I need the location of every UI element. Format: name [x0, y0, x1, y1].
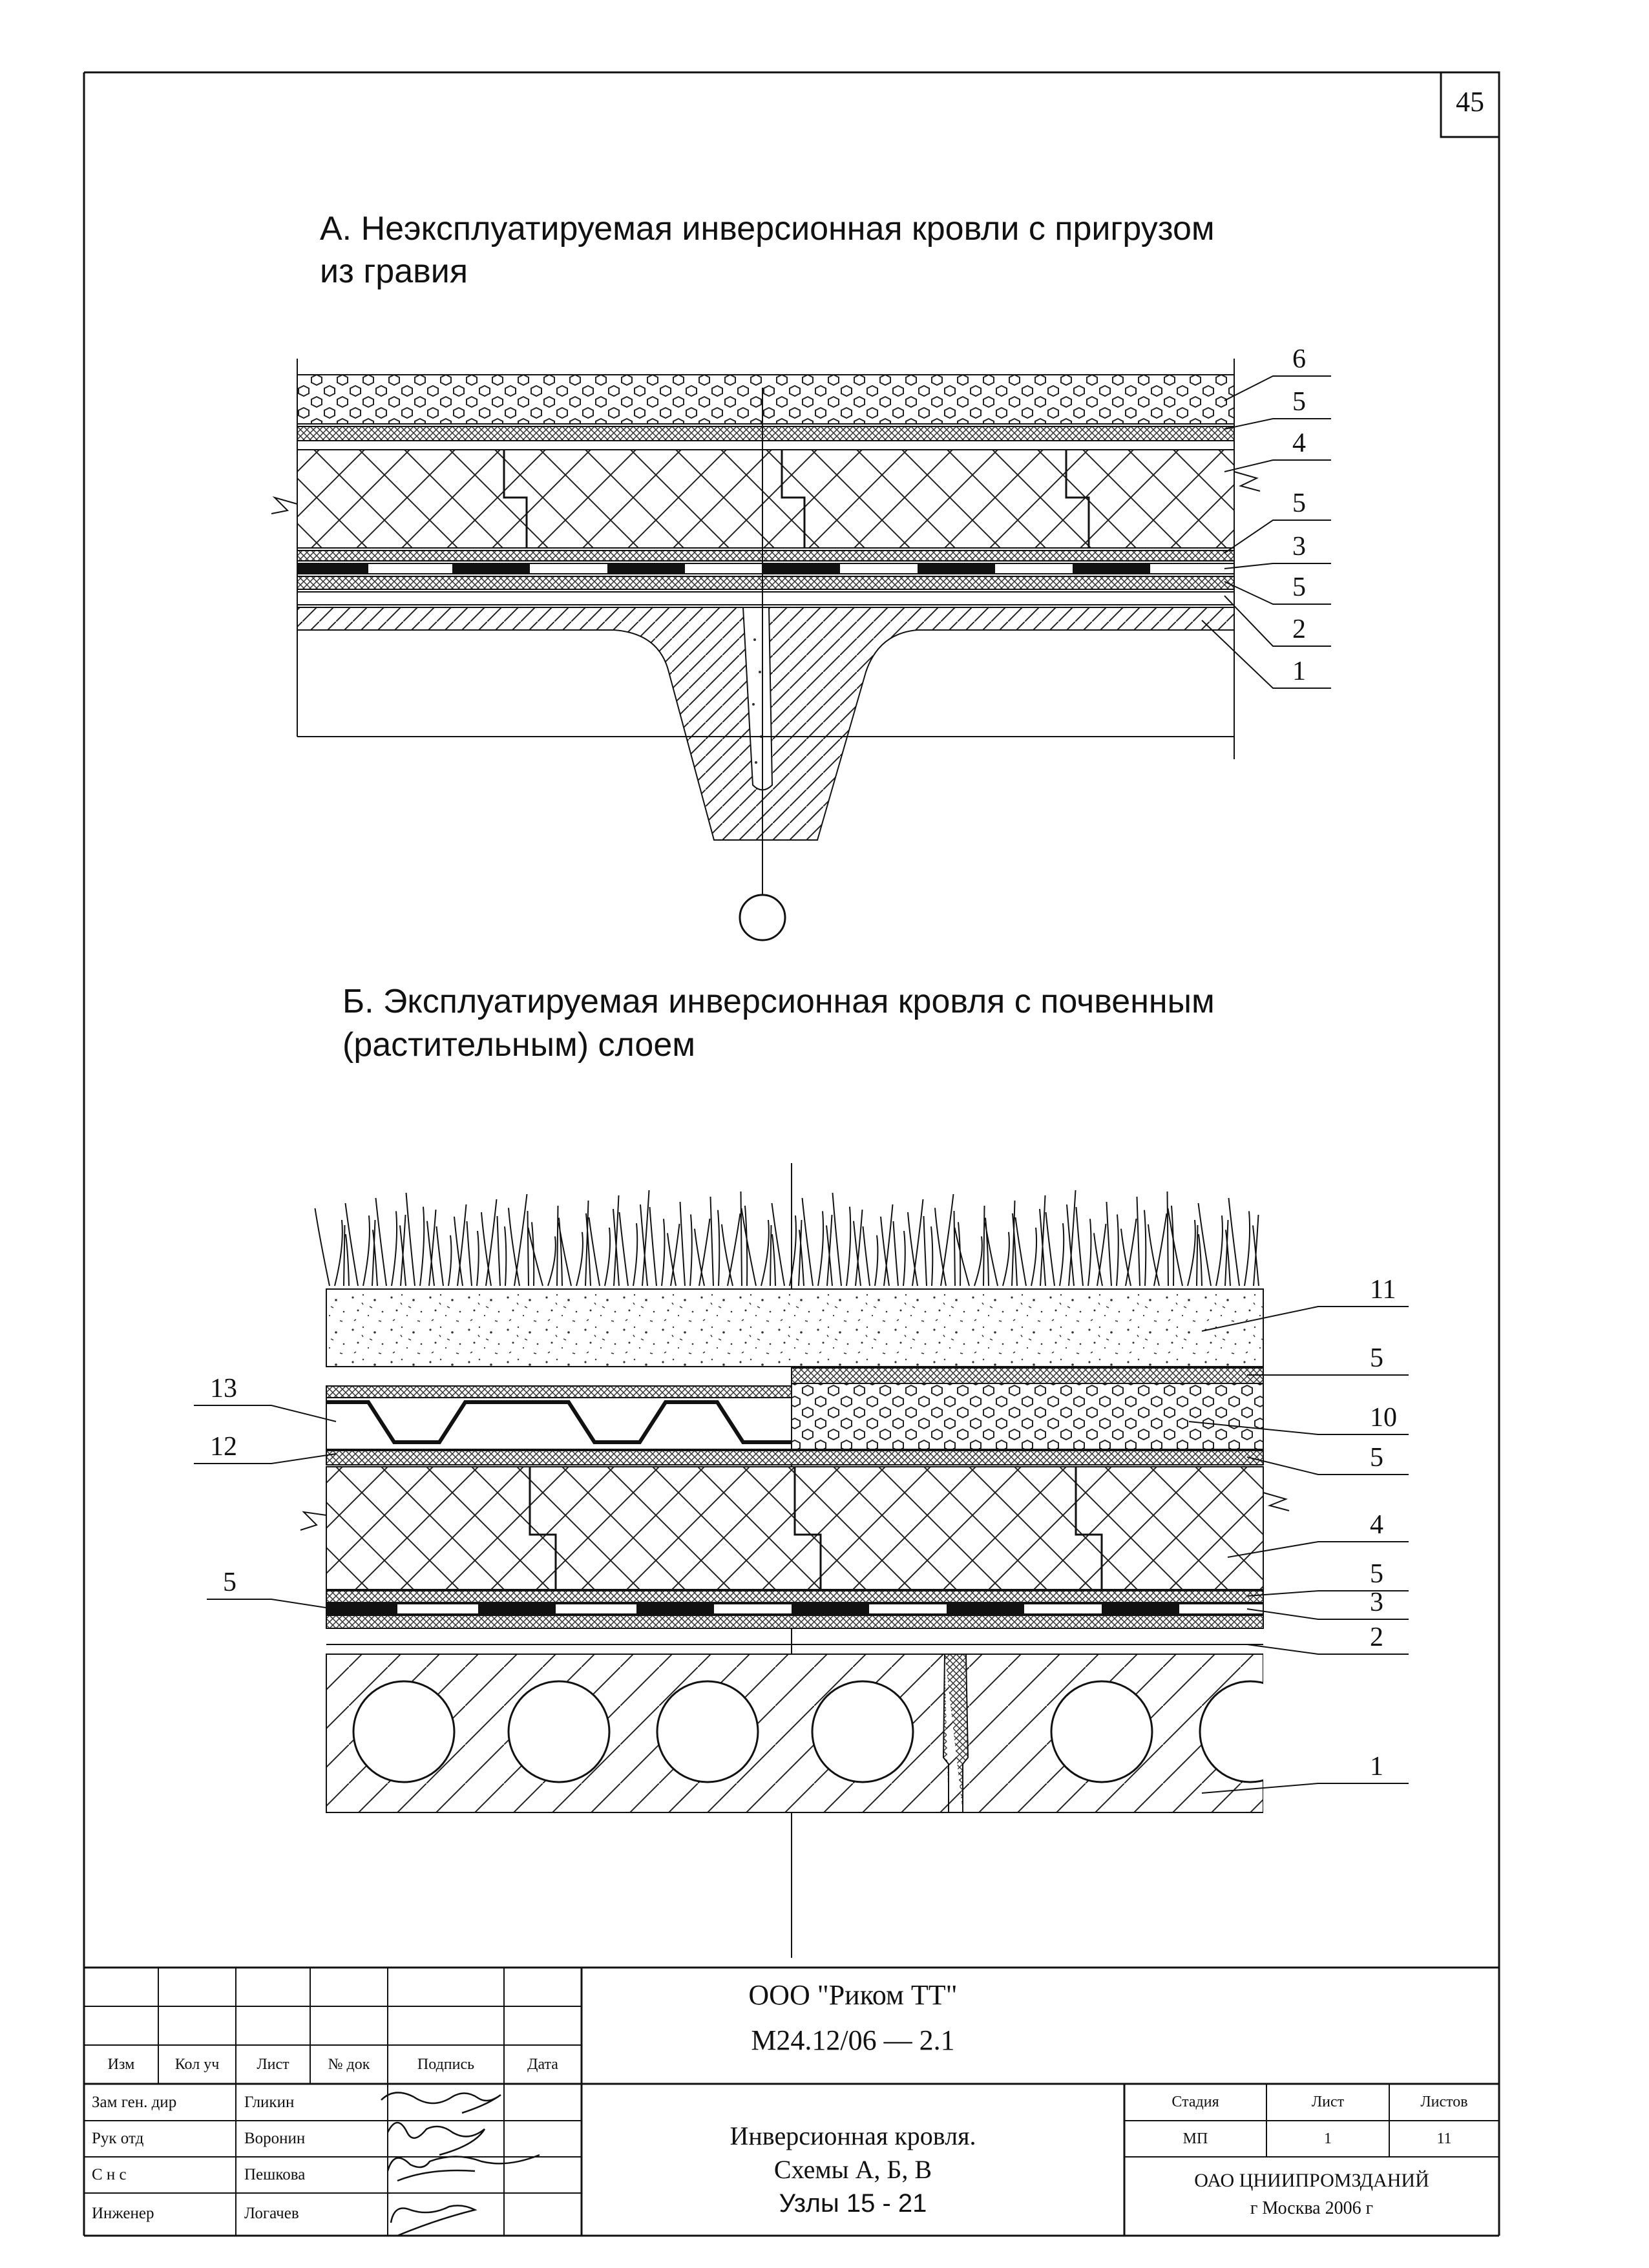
description-line: Схемы А, Б, В: [773, 2155, 932, 2184]
drainage-profile: [326, 1400, 792, 1444]
callout-a-6: 6: [1292, 344, 1306, 374]
layer-gravel-b: [791, 1383, 1264, 1450]
callout-b-5-c: 5: [1370, 1559, 1383, 1589]
callout-b-5-a: 5: [1370, 1343, 1383, 1373]
drain-channel: [742, 607, 773, 791]
signatory-name: Гликин: [244, 2094, 295, 2111]
col-header-sheet: Лист: [257, 2055, 289, 2073]
stage-value: МП: [1182, 2130, 1208, 2147]
layer-filter: [326, 1385, 792, 1398]
callout-a-1: 1: [1292, 656, 1306, 686]
section-b-title-line2: (растительным) слоем: [342, 1026, 695, 1064]
section-b-title-line1: Б. Эксплуатируемая инверсионная кровля с…: [342, 983, 1215, 1020]
axis-bubble: [739, 894, 786, 941]
callout-a-3: 3: [1292, 532, 1306, 562]
section-a-title-line2: из гравия: [320, 253, 468, 290]
section-b-drawing: [194, 1163, 1409, 1958]
layer-insulation: [297, 449, 1235, 549]
city-year: г Москва 2006 г: [1250, 2198, 1374, 2218]
layer-geotextile: [297, 426, 1235, 441]
sheets-header: Листов: [1420, 2094, 1468, 2110]
signatory-role: Рук отд: [92, 2130, 144, 2147]
layer-leveling: [297, 591, 1235, 605]
sheet-value: 1: [1324, 2130, 1332, 2147]
signatory-name: Пешкова: [244, 2166, 306, 2183]
section-a-drawing: [271, 359, 1331, 941]
signatory-name: Воронин: [244, 2130, 306, 2147]
col-header-docno: № док: [328, 2055, 370, 2073]
company-name: ООО "Риком ТТ": [748, 1979, 958, 2011]
break-line-right: [1234, 471, 1261, 492]
organization: ОАО ЦНИИПРОМЗДАНИЙ: [1194, 2170, 1429, 2191]
callout-b-10: 10: [1370, 1403, 1397, 1433]
callout-b-4: 4: [1370, 1510, 1383, 1540]
callout-b-2: 2: [1370, 1622, 1383, 1652]
sheets-value: 11: [1436, 2130, 1452, 2147]
section-a-title-line1: А. Неэксплуатируемая инверсионная кровли…: [320, 210, 1215, 247]
slab-joint: [942, 1654, 969, 1812]
callout-b-3: 3: [1370, 1588, 1383, 1617]
title-block-grid: [84, 1966, 1499, 2237]
grass-layer: [314, 1190, 1259, 1286]
callout-b-12: 12: [210, 1432, 237, 1462]
col-header-change: Изм: [107, 2055, 135, 2073]
signatory-role: С н с: [92, 2166, 127, 2183]
signatory-role: Инженер: [92, 2205, 154, 2222]
col-header-qty: Кол уч: [174, 2055, 220, 2073]
col-header-signature: Подпись: [417, 2055, 475, 2073]
callout-a-5-upper: 5: [1292, 387, 1306, 417]
sheet-number: 45: [1456, 86, 1484, 118]
stage-header: Стадия: [1171, 2094, 1219, 2110]
signatory-role: Зам ген. дир: [92, 2094, 177, 2111]
layer-gravel: [297, 374, 1235, 425]
sheet-header: Лист: [1311, 2094, 1345, 2110]
layer-soil: [326, 1288, 1264, 1367]
grass-blades: [314, 1190, 1259, 1286]
callout-b-5-left: 5: [223, 1568, 236, 1597]
sheet-number-box: [1440, 71, 1500, 138]
callout-a-4: 4: [1292, 428, 1306, 458]
slab-voids: [352, 1680, 1302, 1783]
handwritten-signatures: [381, 2092, 540, 2237]
sheet-description: Инверсионная кровля. Схемы А, Б, В Узлы …: [582, 2119, 1124, 2220]
description-line: Узлы 15 - 21: [779, 2189, 927, 2218]
document-code: М24.12/06 — 2.1: [751, 2024, 955, 2056]
break-line-left: [271, 496, 298, 514]
signatory-name: Логачев: [244, 2205, 299, 2222]
callout-b-11: 11: [1370, 1275, 1396, 1305]
insulation-joints: [503, 450, 1090, 548]
callout-a-2: 2: [1292, 614, 1306, 644]
callout-a-5-mid: 5: [1292, 488, 1306, 518]
callout-a-5-lower: 5: [1292, 572, 1306, 602]
callout-b-13: 13: [210, 1374, 237, 1403]
leaders-a: [1201, 375, 1331, 689]
col-header-date: Дата: [527, 2055, 558, 2073]
callout-b-1: 1: [1370, 1752, 1383, 1781]
description-line: Инверсионная кровля.: [730, 2121, 976, 2150]
callout-b-5-b: 5: [1370, 1443, 1383, 1473]
